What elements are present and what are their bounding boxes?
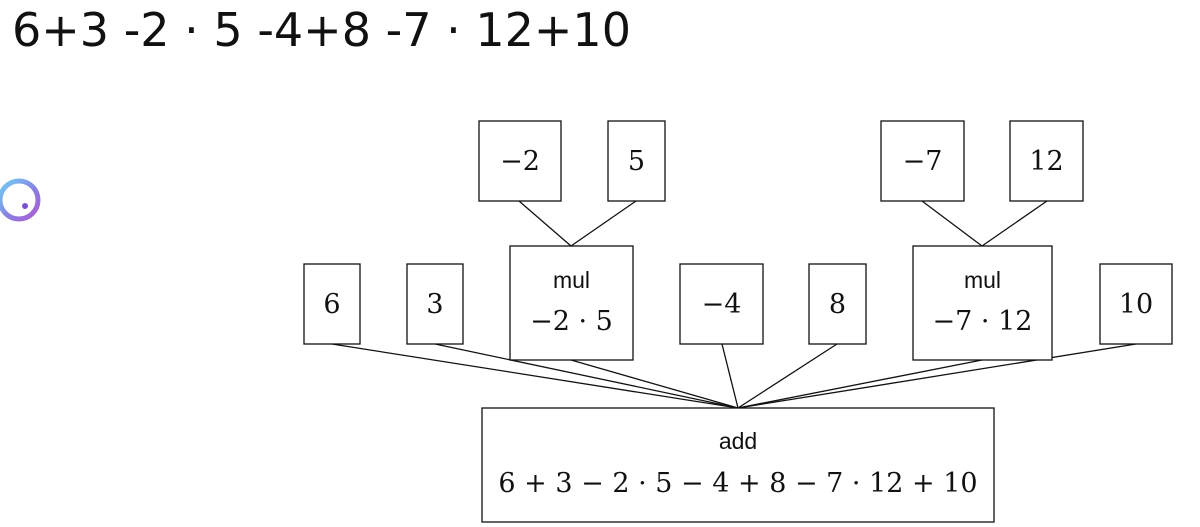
node-8-value: 8 [829, 289, 846, 320]
edge-neg4-add [721, 343, 739, 409]
node-5-value: 5 [628, 146, 645, 177]
edge-neg7-mul2 [921, 200, 983, 247]
node-10: 10 [1099, 263, 1173, 345]
loading-spinner-icon [0, 178, 41, 222]
edge-neg2-mul1 [518, 200, 572, 247]
edge-3-add [434, 343, 739, 409]
node-neg4: −4 [679, 263, 764, 345]
edge-10-add [737, 343, 1137, 409]
edge-mul1-add [570, 359, 739, 409]
edge-6-add [331, 343, 739, 409]
node-add: add 6 + 3 − 2 · 5 − 4 + 8 − 7 · 12 + 10 [481, 407, 995, 523]
edge-8-add [737, 343, 838, 409]
node-mul1-value: −2 · 5 [530, 306, 613, 337]
node-12-value: 12 [1029, 146, 1063, 177]
node-12: 12 [1009, 120, 1084, 202]
node-neg4-value: −4 [702, 289, 742, 320]
node-mul1-op: mul [553, 267, 590, 293]
node-3: 3 [406, 263, 464, 345]
node-neg2-value: −2 [500, 146, 540, 177]
node-neg2: −2 [478, 120, 562, 202]
expression-title: 6+3 -2 · 5 -4+8 -7 · 12+10 [12, 3, 631, 57]
node-3-value: 3 [426, 289, 443, 320]
edge-mul2-add [737, 359, 983, 409]
node-neg7-value: −7 [903, 146, 943, 177]
node-mul2-op: mul [964, 267, 1001, 293]
node-add-value: 6 + 3 − 2 · 5 − 4 + 8 − 7 · 12 + 10 [498, 468, 977, 499]
node-mul2: mul −7 · 12 [912, 245, 1053, 361]
node-add-op: add [719, 428, 757, 454]
node-mul2-value: −7 · 12 [933, 306, 1033, 337]
node-8: 8 [808, 263, 867, 345]
node-neg7: −7 [880, 120, 965, 202]
edge-12-mul2 [981, 200, 1048, 247]
node-mul1: mul −2 · 5 [509, 245, 634, 361]
node-5: 5 [607, 120, 666, 202]
node-6: 6 [303, 263, 361, 345]
node-6-value: 6 [323, 289, 340, 320]
edge-5-mul1 [570, 200, 637, 247]
node-10-value: 10 [1119, 289, 1153, 320]
